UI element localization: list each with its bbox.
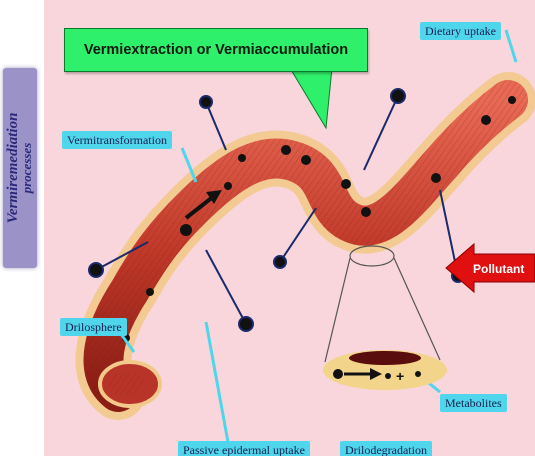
dietary-uptake-label: Dietary uptake — [420, 22, 501, 40]
passive-uptake-label: Passive epidermal uptake — [178, 441, 310, 456]
svg-text:+: + — [396, 368, 404, 384]
pollutant-label: Pollutant — [473, 262, 524, 276]
drilosphere-label: Drilosphere — [60, 318, 127, 336]
banner-pointer — [290, 68, 332, 128]
vermiextraction-banner: Vermiextraction or Vermiaccumulation — [64, 28, 368, 72]
vermitransformation-label: Vermitransformation — [62, 131, 172, 149]
metabolites-label: Metabolites — [440, 394, 507, 412]
drilodegradation-label: Drilodegradation — [340, 441, 432, 456]
